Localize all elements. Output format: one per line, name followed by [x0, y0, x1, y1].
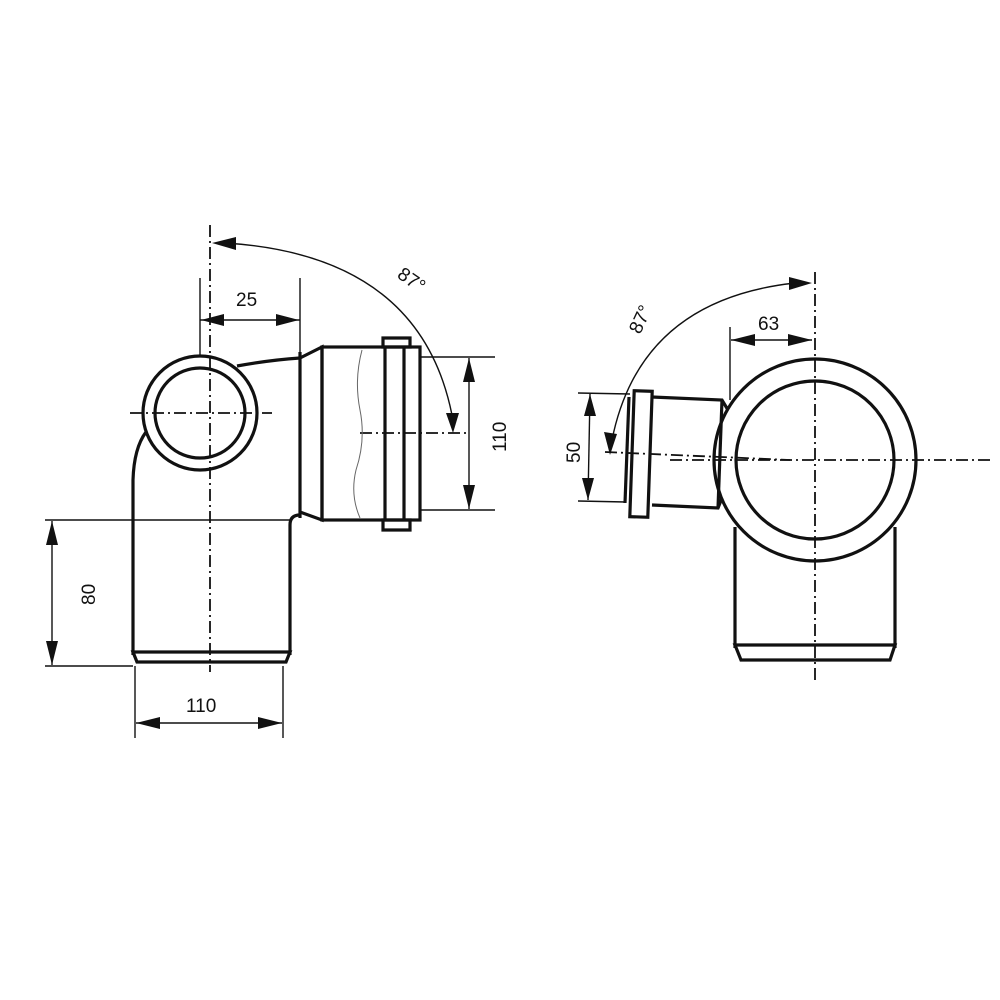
- arrowhead: [731, 334, 755, 346]
- body-outer-circle: [712, 357, 918, 563]
- arrowhead: [604, 432, 617, 455]
- body-inner-circle: [734, 379, 896, 541]
- branch-pipe: [651, 395, 730, 510]
- arrowhead: [46, 521, 58, 545]
- socket: [320, 345, 422, 522]
- socket-taper: [299, 344, 324, 523]
- extension-line: [577, 392, 631, 395]
- arrowhead: [463, 358, 475, 382]
- right-view: 87° 63 50: [564, 272, 990, 680]
- angle-label: 87°: [625, 302, 656, 337]
- arrowhead: [463, 485, 475, 509]
- arrowhead: [276, 314, 299, 326]
- gasket-lips: [381, 336, 412, 532]
- break-line: [353, 349, 363, 519]
- dim-63-label: 63: [758, 314, 779, 335]
- branch-end: [623, 396, 631, 504]
- branch-inner-circle: [153, 366, 247, 460]
- arrowhead: [46, 641, 58, 665]
- angle-label: 87°: [393, 264, 429, 298]
- body-sides: [733, 527, 897, 648]
- body-top-edge: [236, 356, 301, 368]
- body-right-edge: [288, 513, 301, 655]
- arrowhead: [788, 334, 812, 346]
- arrowhead: [136, 717, 160, 729]
- outlet-band: [130, 650, 293, 664]
- angle-arc: [224, 242, 453, 416]
- arrowhead: [201, 314, 224, 326]
- dim-80-label: 80: [79, 584, 100, 605]
- left-view: 87° 25 110 80 110: [45, 225, 511, 738]
- branch-outer-circle: [141, 354, 259, 472]
- dim-110-outlet-label: 110: [186, 696, 216, 717]
- arrowhead: [258, 717, 282, 729]
- branch-ring: [628, 389, 654, 519]
- arrowhead: [584, 394, 596, 416]
- body-left-edge: [131, 431, 148, 655]
- arrowhead: [212, 237, 236, 250]
- arrowhead: [582, 478, 594, 500]
- branch-centerline: [604, 451, 791, 461]
- arrowhead: [446, 413, 459, 433]
- outlet-band: [732, 643, 898, 662]
- dim-25-label: 25: [236, 290, 257, 311]
- extension-line: [577, 500, 627, 503]
- dim-110-socket-label: 110: [490, 422, 511, 452]
- angle-arc: [611, 282, 796, 441]
- arrowhead: [789, 277, 812, 290]
- dim-50-label: 50: [564, 442, 585, 463]
- branch-joint: [716, 399, 724, 509]
